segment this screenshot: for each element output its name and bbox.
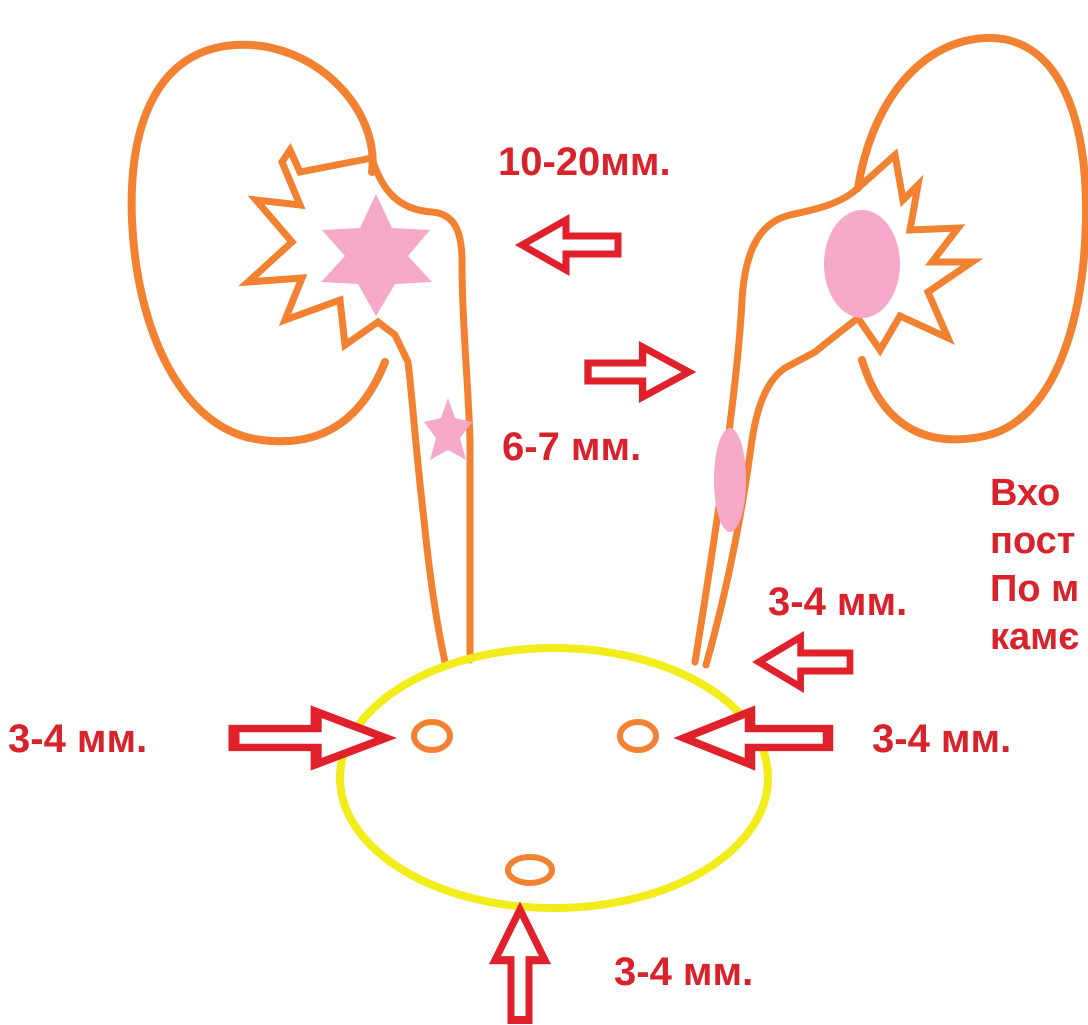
label-kidney-stone: 10-20мм. <box>498 140 671 184</box>
label-bladder-right: 3-4 мм. <box>872 717 1011 761</box>
arrow-to-right-ureter <box>588 347 689 397</box>
bladder-stone-left <box>414 722 450 750</box>
side-note-line-2: пост <box>990 520 1075 562</box>
side-note-line-4: камє <box>990 616 1079 658</box>
label-bladder-bottom: 3-4 мм. <box>614 950 753 994</box>
arrow-to-bladder-right <box>684 712 828 765</box>
right-ureter-stone <box>714 428 746 532</box>
left-ureter-stone <box>424 398 472 460</box>
label-ureter-upper-stone: 6-7 мм. <box>502 425 641 469</box>
arrow-to-bladder-bottom <box>495 910 545 1020</box>
label-ureter-lower-stone: 3-4 мм. <box>768 580 907 624</box>
arrow-to-kidney-stone <box>522 220 618 270</box>
label-bladder-left: 3-4 мм. <box>8 717 147 761</box>
side-note-line-3: По м <box>990 568 1079 610</box>
right-kidney-stone <box>824 210 900 318</box>
arrow-to-right-ureter-lower <box>759 637 850 687</box>
side-note-line-1: Вхо <box>990 472 1060 514</box>
bladder-stone-bottom <box>508 857 552 883</box>
bladder-stone-right <box>620 722 656 750</box>
